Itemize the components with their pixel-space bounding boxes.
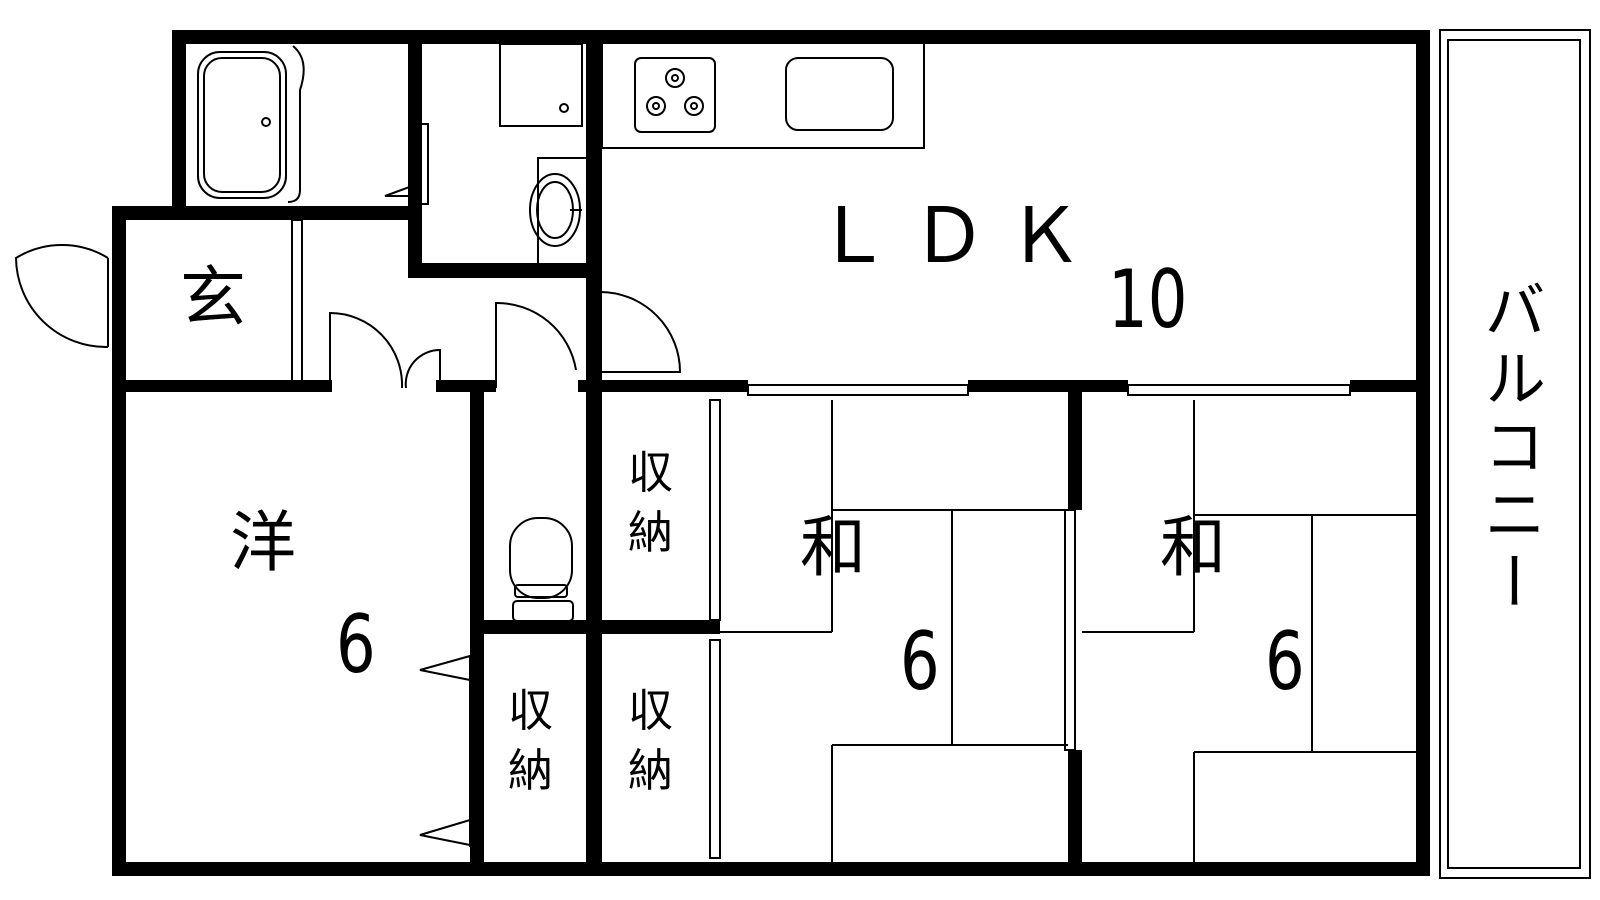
storage-lower-left-label-1: 収 [508,684,554,737]
storage-upper-label-1: 収 [628,446,674,499]
walls[interactable] [112,30,1430,876]
japanese-room-1-size: 6 [900,615,940,708]
japanese-room-2-label: 和 [1160,509,1226,586]
storage-lower-left-label-2: 納 [508,744,554,797]
kitchen-fixtures [601,41,925,149]
japanese-room-1-label: 和 [800,509,866,586]
ldk-size: 10 [1108,253,1188,346]
storage-lower-mid-label-2: 納 [628,744,674,797]
entrance-label: 玄 [180,259,246,336]
balcony [1439,29,1591,879]
bath-fixtures [197,43,589,622]
japanese-room-2-size: 6 [1265,615,1305,708]
western-room-label: 洋 [230,504,296,581]
tatami-lines [720,400,1428,862]
ldk-label: ＬＤＫ [815,191,1103,280]
balcony-label: バルコニー [1473,278,1546,618]
storage-lower-mid-label-1: 収 [628,684,674,737]
door-swings [14,244,682,389]
western-room-size: 6 [336,598,376,691]
storage-upper-label-2: 納 [628,506,674,559]
